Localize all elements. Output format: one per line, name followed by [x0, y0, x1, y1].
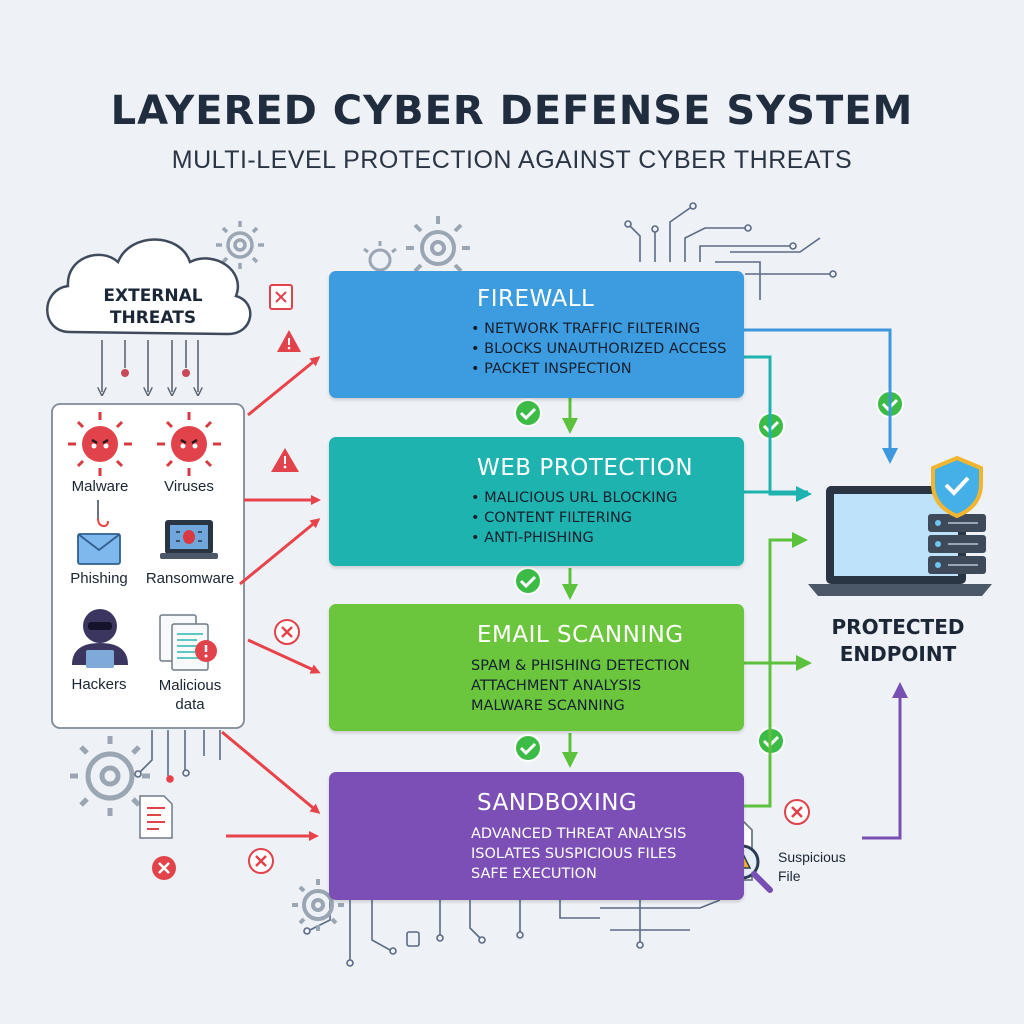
page-subtitle: MULTI-LEVEL PROTECTION AGAINST CYBER THR…: [171, 146, 853, 174]
gear-icon: [70, 736, 150, 816]
external-threats-label: EXTERNAL THREATS: [78, 285, 228, 329]
external-threats-cloud: [46, 238, 252, 336]
ransomware-laptop-icon: [160, 520, 218, 559]
threat-label-malware: Malware: [71, 478, 129, 495]
layer-bullet: • CONTENT FILTERING: [471, 510, 633, 526]
suspicious-file-label-line: File: [778, 868, 801, 884]
gear-icon: [216, 221, 264, 269]
protected-endpoint-label: PROTECTED ENDPOINT: [800, 614, 996, 668]
layer-title: FIREWALL: [477, 286, 595, 312]
layer-bullet: • PACKET INSPECTION: [471, 361, 632, 377]
layer-bullet: • NETWORK TRAFFIC FILTERING: [471, 321, 701, 337]
layer-bullets: • NETWORK TRAFFIC FILTERING • BLOCKS UNA…: [471, 319, 726, 379]
endpoint-arrows: [744, 328, 908, 840]
hacker-icon: [72, 609, 128, 668]
layer-bullet: ATTACHMENT ANALYSIS: [471, 678, 642, 694]
page-title: LAYERED CYBER DEFENSE SYSTEM: [110, 88, 914, 134]
warning-icon: [277, 330, 301, 352]
layer-bullet: • ANTI-PHISHING: [471, 530, 594, 546]
blocked-file-icon: [139, 795, 176, 880]
layer-bullets: SPAM & PHISHING DETECTION ATTACHMENT ANA…: [471, 656, 690, 716]
endpoint-label-line: PROTECTED: [831, 615, 965, 639]
blocked-x-icon: [784, 799, 810, 825]
warning-icon: [271, 448, 299, 472]
circuit-decoration-left: [134, 730, 221, 783]
layer-bullet: SAFE EXECUTION: [471, 866, 597, 882]
gear-icon: [406, 216, 470, 280]
virus-icon: [157, 412, 221, 476]
external-threats-label-line: EXTERNAL: [103, 286, 203, 306]
layer-bullet: MALWARE SCANNING: [471, 698, 625, 714]
circuit-decoration-top: [624, 202, 837, 300]
threat-label-phishing: Phishing: [70, 570, 128, 587]
blocked-x-icon: [248, 848, 274, 874]
threat-label-ransomware: Ransomware: [145, 570, 235, 587]
layer-bullet: SPAM & PHISHING DETECTION: [471, 658, 690, 674]
server-stack-icon: [928, 514, 986, 574]
layer-bullet: • BLOCKS UNAUTHORIZED ACCESS: [471, 341, 727, 357]
blocked-file-icon: [269, 284, 293, 310]
threat-arrows: [221, 356, 321, 841]
circuit-decoration-bottom: [303, 899, 721, 967]
layer-web-protection: WEB PROTECTION • MALICIOUS URL BLOCKING …: [329, 437, 744, 566]
layer-title: WEB PROTECTION: [477, 455, 694, 481]
layer-bullet: • MALICIOUS URL BLOCKING: [471, 490, 678, 506]
cloud-down-arrows: [102, 340, 198, 392]
external-threats-label-line: THREATS: [109, 308, 197, 328]
malware-virus-icon: [68, 412, 132, 476]
gear-icon: [292, 879, 344, 931]
layer-title: EMAIL SCANNING: [477, 622, 684, 648]
layer-firewall: FIREWALL • NETWORK TRAFFIC FILTERING • B…: [329, 271, 744, 398]
suspicious-file-label-line: Suspicious: [778, 849, 846, 865]
layer-email-scanning: EMAIL SCANNING SPAM & PHISHING DETECTION…: [329, 604, 744, 731]
layer-bullets: ADVANCED THREAT ANALYSIS ISOLATES SUSPIC…: [471, 824, 686, 884]
layer-bullet: ISOLATES SUSPICIOUS FILES: [471, 846, 677, 862]
threat-label-malicious-data: Malicious data: [158, 677, 222, 713]
threat-label-hackers: Hackers: [71, 676, 127, 693]
layer-sandboxing: SANDBOXING ADVANCED THREAT ANALYSIS ISOL…: [329, 772, 744, 900]
gear-icon: [363, 241, 397, 272]
suspicious-file-label: Suspicious File: [778, 848, 868, 886]
layer-title: SANDBOXING: [477, 790, 638, 816]
shield-check-icon: [931, 455, 983, 519]
endpoint-label-line: ENDPOINT: [839, 642, 957, 666]
phishing-hook-envelope-icon: [77, 500, 121, 565]
malicious-data-document-icon: [159, 614, 217, 671]
protected-endpoint-laptop-icon: [808, 455, 992, 596]
layer-bullet: ADVANCED THREAT ANALYSIS: [471, 826, 687, 842]
blocked-x-icon: [274, 619, 300, 645]
layer-bullets: • MALICIOUS URL BLOCKING • CONTENT FILTE…: [471, 488, 677, 548]
threat-label-viruses: Viruses: [164, 478, 214, 495]
